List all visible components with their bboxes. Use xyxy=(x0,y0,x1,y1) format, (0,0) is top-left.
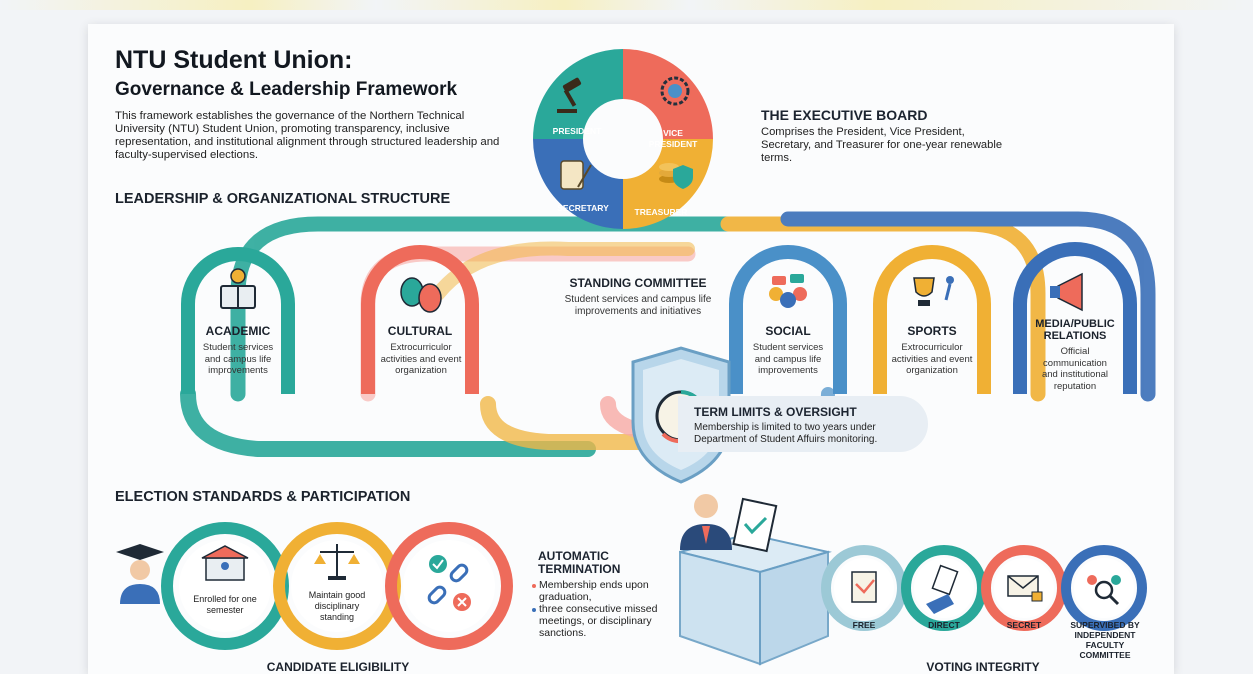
ring-termination xyxy=(385,522,513,650)
trophy-runner-icon xyxy=(913,276,954,306)
oversight-description: Membership is limited to two years under… xyxy=(694,422,878,445)
intro-paragraph: This framework establishes the governanc… xyxy=(115,110,500,161)
theater-masks-icon xyxy=(400,277,442,313)
wheel-treasurer xyxy=(623,139,713,229)
ribbon-yellow-light xyxy=(431,241,695,301)
coins-shield-icon xyxy=(659,163,693,189)
ribbon-teal-bottom xyxy=(180,386,596,457)
elections-heading: ELECTION STANDARDS & PARTICIPATION xyxy=(115,489,411,505)
gavel-icon xyxy=(557,77,582,113)
top-color-band xyxy=(0,0,1253,10)
wheel-vice-president xyxy=(623,49,713,139)
ballot-icon xyxy=(851,571,877,603)
group-search-icon xyxy=(1087,575,1121,606)
bullet-dot xyxy=(532,608,536,612)
label-vice: VICE xyxy=(663,128,683,138)
hand-ballot-icon xyxy=(926,564,959,614)
voting-free-label: FREE xyxy=(852,620,876,630)
voter-icon xyxy=(680,494,732,550)
termination-title-line1: AUTOMATIC xyxy=(538,549,609,563)
envelope-lock-icon xyxy=(1007,575,1043,602)
building-icon xyxy=(201,545,249,581)
termination-bullet-text: three consecutive missed meetings, or di… xyxy=(539,603,658,639)
arch-academic xyxy=(181,247,295,394)
infographic-page: PRESIDENT VICE PRESIDENT SECRETARY TREAS… xyxy=(88,24,1174,674)
people-chat-icon xyxy=(769,274,807,308)
label-secretary: SECRETARY xyxy=(557,203,609,213)
eligibility-enrolled-text: Enrolled for one semester xyxy=(193,594,257,615)
arch-social xyxy=(729,245,847,394)
oversight-panel xyxy=(678,396,928,452)
eligibility-standing-text: Maintain good disciplinary standing xyxy=(308,590,366,622)
termination-title-line2: TERMINATION xyxy=(538,562,621,576)
voting-supervised-label: SUPERVIBED BY INDEPENDENT FACULTY COMMIT… xyxy=(1070,620,1140,660)
executive-board-title: THE EXECUTIVE BOARD xyxy=(761,107,928,123)
voting-secret-label: SECRET xyxy=(1006,620,1042,630)
committee-sports-description: Extrocurriculor activities and event org… xyxy=(891,342,973,376)
oversight-title: TERM LIMITS & OVERSIGHT xyxy=(694,405,857,419)
broken-chain-icon xyxy=(427,555,471,611)
voting-direct-label: DIRECT xyxy=(928,620,960,630)
committee-social-title: SOCIAL xyxy=(765,324,811,338)
bullet-dot xyxy=(532,584,536,588)
termination-bullet: three consecutive missed meetings, or di… xyxy=(532,603,662,639)
committee-academic-title: ACADEMIC xyxy=(205,324,271,338)
termination-title: AUTOMATIC TERMINATION xyxy=(538,550,620,576)
committee-sports-title: SPORTS xyxy=(907,324,957,338)
committee-social-description: Student services and campus life improve… xyxy=(752,342,824,376)
arch-cultural xyxy=(361,245,479,394)
page-subtitle: Governance & Leadership Framework xyxy=(115,79,458,100)
committee-academic-description: Student services and campus life improve… xyxy=(202,342,274,376)
page-title: NTU Student Union: xyxy=(115,46,353,74)
executive-board-description: Comprises the President, Vice President,… xyxy=(761,126,1003,164)
termination-bullet-text: Membership ends upon graduation, xyxy=(539,579,649,603)
eligibility-caption: CANDIDATE ELIGIBILITY xyxy=(266,660,410,674)
book-lightbulb-icon xyxy=(220,268,256,309)
voting-caption: VOTING INTEGRITY xyxy=(926,660,1040,674)
committee-media-title: MEDIA/PUBLIC RELATIONS xyxy=(1035,318,1115,342)
ring-supervised xyxy=(1061,545,1147,631)
ribbon-blue xyxy=(780,211,1156,402)
ballot-box-icon xyxy=(679,497,832,666)
committee-cultural-title: CULTURAL xyxy=(387,324,453,338)
termination-bullets: Membership ends upon graduation, three c… xyxy=(532,579,662,639)
label-president: PRESIDENT xyxy=(553,126,602,136)
arch-sports xyxy=(873,245,991,394)
label-president-2: PRESIDENT xyxy=(649,139,698,149)
scales-icon xyxy=(314,544,360,580)
committee-media-description: Official communication and institutional… xyxy=(1041,346,1109,392)
diagram-canvas: PRESIDENT VICE PRESIDENT SECRETARY TREAS… xyxy=(116,49,1156,666)
graduate-icon xyxy=(116,544,164,604)
arch-media xyxy=(1013,242,1137,394)
megaphone-icon xyxy=(1050,272,1083,312)
executive-pinwheel: PRESIDENT VICE PRESIDENT SECRETARY TREAS… xyxy=(533,49,713,229)
structure-heading: LEADERSHIP & ORGANIZATIONAL STRUCTURE xyxy=(115,191,451,207)
label-treasurer: TREASURER xyxy=(635,207,688,217)
scroll-quill-icon xyxy=(560,160,592,190)
wheel-president xyxy=(533,49,623,139)
termination-bullet: Membership ends upon graduation, xyxy=(532,579,662,603)
standing-committee-description: Student services and campus life improve… xyxy=(564,294,712,317)
standing-committee-title: STANDING COMMITTEE xyxy=(569,276,707,290)
globe-gear-icon xyxy=(660,76,690,106)
committee-cultural-description: Extrocurriculor activities and event org… xyxy=(380,342,462,376)
ribbon-yellow-bottom xyxy=(480,396,736,450)
